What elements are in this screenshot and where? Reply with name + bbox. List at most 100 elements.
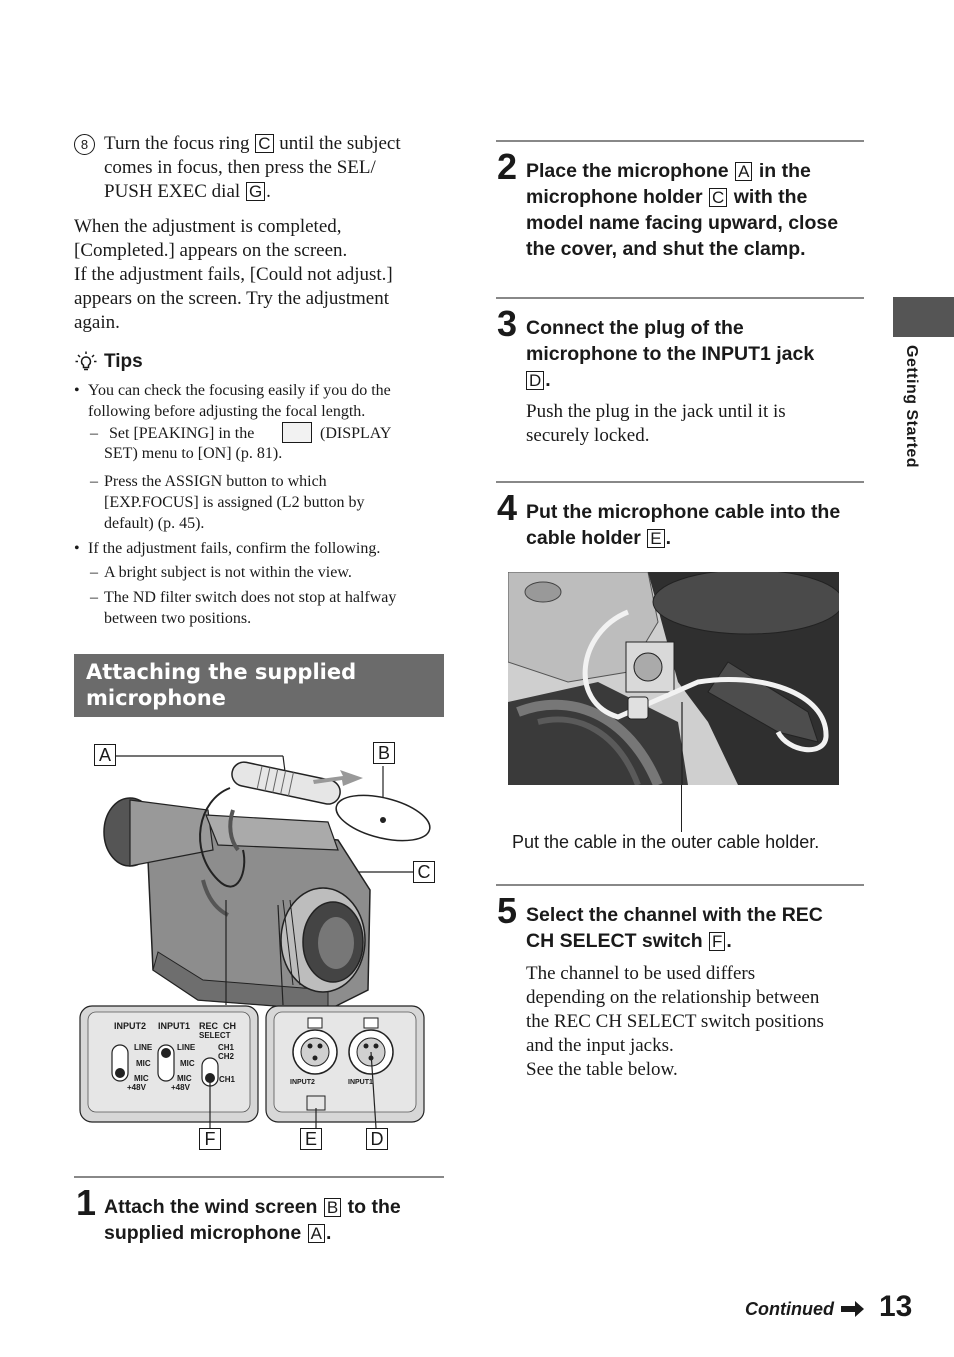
step1-box-b: B	[323, 1198, 342, 1217]
camcorder-microphone-illustration	[78, 740, 446, 1160]
step1-box-a: A	[307, 1224, 325, 1243]
step1-title: Attach the wind screen B to the supplied…	[104, 1196, 401, 1244]
step1-text-b: to the	[347, 1196, 401, 1218]
para-line: appears on the screen. Try the adjustmen…	[74, 288, 390, 309]
tip-text: You can check the focusing easily if you…	[88, 382, 391, 399]
panel-label-input1: INPUT1	[158, 1021, 191, 1031]
tips-title: Tips	[104, 351, 143, 372]
step5-box-f: F	[709, 932, 726, 951]
tip-text: default) (p. 45).	[104, 515, 205, 532]
display-set-menu-icon	[282, 422, 312, 443]
step3-body-line: Push the plug in the jack until it is	[526, 401, 786, 422]
figure-label-c: C	[413, 861, 435, 883]
para-line: [Completed.] appears on the screen.	[74, 240, 348, 261]
tips-list: • You can check the focusing easily if y…	[74, 380, 446, 629]
para-line: When the adjustment is completed,	[74, 216, 342, 237]
tip-bullet-1: • You can check the focusing easily if y…	[74, 382, 391, 399]
section-heading-attaching-microphone: Attaching the supplied microphone	[74, 654, 444, 717]
para-line: If the adjustment fails, [Could not adju…	[74, 264, 393, 285]
step2-text-c: microphone holder	[526, 186, 703, 208]
step3-text-b: microphone to the INPUT1 jack	[526, 343, 815, 365]
step5-body-line: See the table below.	[526, 1059, 678, 1080]
tip-text: If the adjustment fails, confirm the fol…	[88, 540, 381, 557]
step3-title: Connect the plug of the microphone to th…	[526, 315, 866, 393]
panel-label-line-2: LINE	[177, 1043, 196, 1052]
tip-text: Set [PEAKING] in the	[109, 425, 255, 442]
focus-ring-label: C	[255, 134, 274, 153]
section-heading-line-2: microphone	[86, 686, 226, 710]
panel-label-48v: +48V	[127, 1083, 146, 1092]
tip-text: A bright subject is not within the view.	[104, 564, 352, 581]
tip-dash-2-cont: [EXP.FOCUS] is assigned (L2 button by	[74, 492, 446, 513]
step4-rule	[496, 481, 864, 483]
step8-text-b: until the subject	[279, 133, 401, 154]
section-tab-marker	[893, 297, 954, 337]
tip-dash-3: – A bright subject is not within the vie…	[90, 564, 352, 581]
step-marker-number: 8	[80, 137, 89, 152]
para-line: again.	[74, 312, 120, 333]
tip-dash-2-cont: default) (p. 45).	[74, 513, 446, 538]
panel-label-jack-input1: INPUT1	[348, 1079, 373, 1086]
step5-body-line: depending on the relationship between	[526, 987, 820, 1008]
cable-holder-drawing	[508, 572, 839, 785]
step2-title: Place the microphone A in the microphone…	[526, 158, 866, 262]
tip-dash-2: – Press the ASSIGN button to which	[90, 473, 327, 490]
panel-label-mic: MIC	[136, 1059, 151, 1068]
step4-text-a: Put the microphone cable into the	[526, 501, 841, 523]
tip-text: [EXP.FOCUS] is assigned (L2 button by	[104, 494, 365, 511]
step1-rule	[74, 1176, 444, 1178]
step3-body-line: securely locked.	[526, 425, 650, 446]
step8-text-c: PUSH EXEC dial	[104, 181, 241, 202]
step2-text-a: Place the microphone	[526, 160, 729, 182]
step2-number: 2	[497, 146, 518, 187]
step8-text-a: Turn the focus ring	[104, 133, 250, 154]
panel-label-ch2: CH2	[218, 1052, 235, 1061]
figure-label-a: A	[94, 744, 116, 766]
panel-label-mic48-2: MIC	[177, 1074, 192, 1083]
panel-label-ch1-top: CH1	[218, 1043, 235, 1052]
step3-body: Push the plug in the jack until it is se…	[526, 400, 866, 448]
caption-leader-line	[681, 785, 683, 832]
panel-label-rec-ch: REC CH	[199, 1021, 237, 1031]
step2-box-c: C	[709, 188, 728, 207]
panel-label-48v-2: +48V	[171, 1083, 190, 1092]
panel-label-mic48: MIC	[134, 1074, 149, 1083]
tip-text: following before adjusting the focal len…	[88, 403, 366, 420]
tip-dash-1-cont: SET) menu to [ON] (p. 81).	[74, 445, 446, 471]
panel-label-line: LINE	[134, 1043, 153, 1052]
cable-holder-photo	[508, 572, 839, 785]
section-heading-line-1: Attaching the supplied	[86, 660, 357, 684]
continued-arrow-icon	[841, 1300, 865, 1318]
step2-text-d: with the	[733, 186, 808, 208]
tip-bullet-2: • If the adjustment fails, confirm the f…	[74, 540, 381, 557]
page-number: 13	[879, 1290, 913, 1323]
panel-label-ch1-bottom: CH1	[219, 1075, 236, 1084]
step3-number: 3	[497, 303, 518, 344]
step5-body-line: the REC CH SELECT switch positions	[526, 1011, 824, 1032]
figure-label-e: E	[300, 1128, 322, 1150]
step5-title: Select the channel with the REC CH SELEC…	[526, 902, 866, 954]
step8-line-3: PUSH EXEC dial G.	[104, 181, 271, 202]
panel-label-input2: INPUT2	[114, 1021, 147, 1031]
panel-label-jack-input2: INPUT2	[290, 1079, 315, 1086]
cable-holder-caption: Put the cable in the outer cable holder.	[512, 832, 820, 852]
section-tab-label: Getting Started	[903, 345, 920, 469]
step-marker-8: 8	[74, 134, 95, 155]
step5-body: The channel to be used differs depending…	[526, 962, 866, 1082]
step2-box-a: A	[735, 162, 753, 181]
step3-rule	[496, 297, 864, 299]
step4-box-e: E	[647, 529, 665, 548]
tips-lightbulb-icon	[74, 350, 98, 374]
step4-text-b: cable holder	[526, 527, 641, 549]
step4-title: Put the microphone cable into the cable …	[526, 499, 866, 551]
step5-number: 5	[497, 890, 518, 931]
step3-box-d: D	[526, 371, 545, 390]
tip-text: SET) menu to [ON] (p. 81).	[104, 445, 283, 462]
step2-text-b: in the	[758, 160, 811, 182]
continued-label: Continued	[745, 1299, 834, 1319]
tip-dash-1: – Set [PEAKING] in the (DISPLAY	[74, 422, 446, 447]
step4-number: 4	[497, 487, 518, 528]
step5-body-line: and the input jacks.	[526, 1035, 674, 1056]
step8-line-2: comes in focus, then press the SEL/	[104, 157, 376, 178]
camcorder-drawing	[79, 755, 431, 1129]
